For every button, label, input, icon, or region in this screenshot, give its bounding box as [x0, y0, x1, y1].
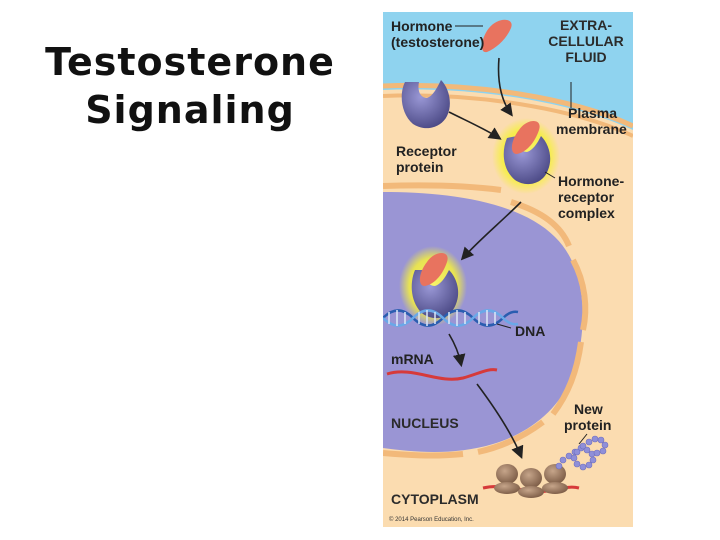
- extracellular-fluid-label-2: CELLULAR: [548, 33, 623, 49]
- mrna-label: mRNA: [391, 351, 434, 367]
- title-line-2: Signaling: [85, 88, 295, 132]
- new-protein-label-2: protein: [564, 417, 611, 433]
- ribosome-icon: [542, 464, 568, 494]
- arrow-mrna-to-cytoplasm: [476, 383, 524, 459]
- arrow-hormone-to-receptor: [497, 57, 513, 117]
- receptor-protein-label: Receptor: [396, 143, 457, 159]
- ribosome-icon: [494, 464, 520, 494]
- new-protein-label: New: [574, 401, 603, 417]
- arrow-receptor-to-complex: [448, 111, 502, 140]
- testosterone-signaling-diagram: Hormone (testosterone) EXTRA- CELLULAR F…: [383, 12, 633, 527]
- extracellular-fluid-label-3: FLUID: [565, 49, 606, 65]
- complex-label-3: complex: [558, 205, 615, 221]
- new-protein-icon: [555, 435, 609, 471]
- mrna-strand-icon: [386, 368, 498, 381]
- nuclear-envelope: [383, 182, 502, 193]
- copyright-credit: © 2014 Pearson Education, Inc.: [389, 516, 474, 523]
- title-line-1: Testosterone: [45, 40, 335, 84]
- hormone-label-sub: (testosterone): [391, 34, 484, 50]
- receptor-protein-icon: [401, 80, 450, 129]
- complex-label: Hormone-: [558, 173, 624, 189]
- nuclear-hormone-icon: [419, 253, 448, 286]
- dna-label: DNA: [515, 323, 545, 339]
- plasma-membrane-label-2: membrane: [556, 121, 627, 137]
- complex-leader: [544, 171, 556, 179]
- nucleus-label: NUCLEUS: [391, 415, 459, 431]
- extracellular-fluid-label: EXTRA-: [560, 17, 612, 33]
- receptor-protein-label-2: protein: [396, 159, 443, 175]
- new-protein-leader: [578, 433, 588, 445]
- complex-label-2: receptor: [558, 189, 615, 205]
- arrow-complex-to-nucleus: [460, 201, 522, 261]
- hormone-label: Hormone: [391, 18, 453, 34]
- hormone-icon: [481, 19, 512, 53]
- cytoplasm-label: CYTOPLASM: [391, 491, 479, 507]
- arrow-dna-to-mrna: [448, 333, 466, 368]
- dna-leader: [496, 323, 512, 329]
- bound-hormone-icon: [511, 121, 540, 154]
- ribosome-icon: [518, 468, 544, 498]
- dna-helix-icon: [383, 309, 519, 327]
- plasma-membrane-label: Plasma: [568, 105, 617, 121]
- slide-title: Testosterone Signaling: [40, 38, 340, 134]
